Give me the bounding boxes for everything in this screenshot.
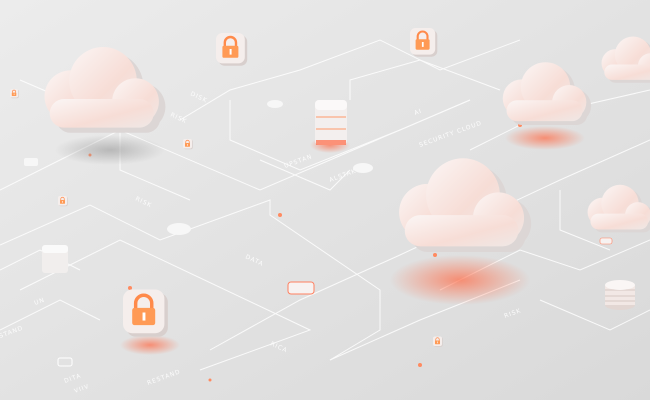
cube-icon [42,245,68,273]
label-ai: AI [413,108,423,117]
lock-icon [58,195,68,207]
node-chips [24,100,613,367]
server-icon [315,100,347,145]
lock-icon [123,287,169,339]
label-viiv: VIIV [73,383,90,395]
coin-stack-icon [605,280,635,310]
label-un: UN [33,297,46,307]
lock-icon [10,88,19,99]
lock-icon [216,31,248,68]
lock-icon [410,26,438,58]
lock-icon [183,138,193,150]
lock-icon [433,336,443,348]
